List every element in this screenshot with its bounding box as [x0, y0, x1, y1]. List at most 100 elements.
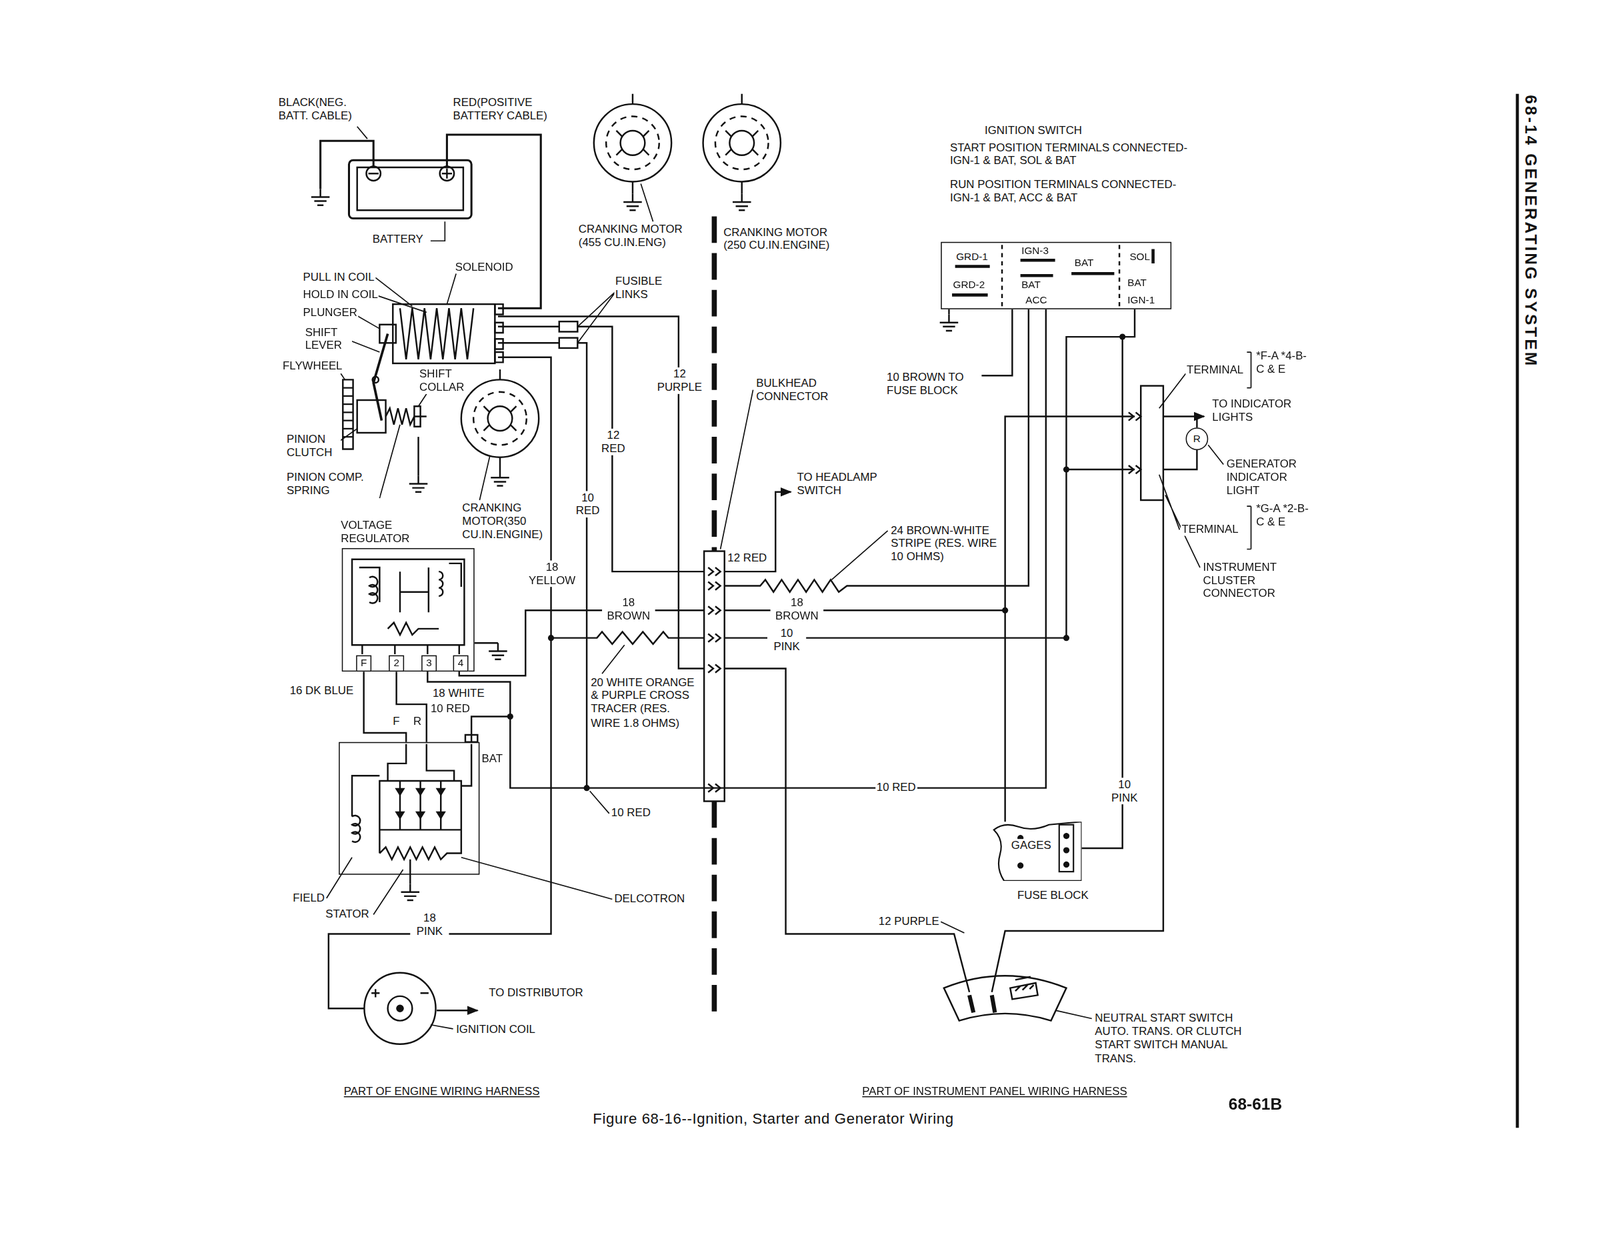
voltage-regulator-box: VOLTAGE REGULATORF234 [342, 548, 475, 672]
headlamp-lead [724, 492, 791, 572]
wire-label: *F-A *4-B-C & E [1255, 348, 1311, 376]
terminal-box: 3 [421, 655, 437, 672]
drawing-part [461, 379, 539, 457]
node-heading: BATTERY [371, 232, 424, 246]
wire-label: 10 RED [610, 806, 652, 820]
wire-label: INSTRUMENT CLUSTER CONNECTOR [1202, 560, 1301, 601]
drawing-part [594, 104, 672, 182]
delcotron-internals [352, 734, 478, 884]
wire-label: TO DISTRIBUTOR [488, 986, 585, 1000]
wire-label: TO HEADLAMP SWITCH [796, 470, 895, 498]
wire-label: 68-14 GENERATING SYSTEM [1521, 94, 1541, 369]
wire-label: BAT [1073, 257, 1095, 270]
wire-label: TO INDICATOR LIGHTS [1211, 396, 1310, 424]
wire [396, 671, 427, 742]
wire-label: 12 PURPLE [877, 914, 940, 928]
polarity-marks [368, 168, 453, 179]
terminal-label: F [360, 658, 367, 668]
wire-label: IGNITION COIL [455, 1022, 537, 1036]
wire-label: PINION COMP. SPRING [286, 470, 380, 498]
wire-label: GENERATOR INDICATOR LIGHT [1225, 457, 1310, 498]
wire-label: HOLD IN COIL [302, 288, 379, 302]
terminal-label: 2 [393, 658, 400, 668]
node-heading: VOLTAGE REGULATOR [340, 518, 444, 546]
wire-label: 10 BROWN TO FUSE BLOCK [886, 370, 980, 398]
wire-label: RUN POSITION TERMINALS CONNECTED-IGN-1 &… [948, 177, 1196, 204]
wire-label: TERMINAL [1186, 363, 1245, 377]
wire-label: NEUTRAL START SWITCH AUTO. TRANS. OR CLU… [1094, 1011, 1250, 1066]
drawing-part [606, 116, 660, 170]
wire-label: 18 WHITE [431, 686, 486, 700]
wire-label: TERMINAL [1180, 522, 1240, 536]
wire-label: 18 BROWN [770, 596, 824, 623]
wire-label: 10 RED [570, 490, 606, 518]
drawing-part [620, 130, 646, 156]
drawing-part [703, 104, 781, 182]
wire-label: GRD-1 [955, 251, 990, 264]
wire [471, 309, 1046, 788]
coil-tower [388, 996, 413, 1021]
coil-center [396, 1005, 403, 1012]
wire-label: R [412, 714, 422, 728]
cluster-connector [1140, 386, 1164, 500]
drawing-part [725, 94, 758, 194]
wire-label: BULKHEAD CONNECTOR [755, 376, 850, 404]
wire-label: F [392, 714, 401, 728]
node-heading: IGNITION SWITCH [984, 123, 1084, 137]
drawing-part [488, 406, 513, 431]
wire-label: *G-A *2-B-C & E [1255, 502, 1311, 529]
wire-label: ACC [1024, 294, 1048, 306]
wire [364, 671, 407, 742]
starter-ground-lead [417, 436, 419, 476]
wire-label: 12 RED [596, 428, 631, 456]
switch-dividers [1002, 244, 1120, 306]
wire-label: CRANKING MOTOR(350 CU.IN.ENGINE) [461, 501, 550, 542]
drawing-part [1002, 607, 1008, 614]
connector-pin [708, 664, 720, 672]
neutral-start-switch [944, 975, 1067, 1020]
wire-label: BAT [1020, 278, 1042, 291]
wire-label: BLACK(NEG. BATT. CABLE) [277, 96, 364, 123]
ground-symbol [623, 194, 642, 210]
ignition-coil [364, 972, 436, 1044]
drawing-part [473, 392, 527, 446]
indicator-light: R [1186, 427, 1209, 450]
fuse-block: GAGESFUSE BLOCK [992, 821, 1082, 881]
cranking-motor [594, 94, 672, 194]
bulkhead-connector [704, 551, 725, 802]
wire-label: PART OF ENGINE WIRING HARNESS [342, 1084, 541, 1098]
wire-label: 12 RED [726, 551, 768, 565]
wire-label: SOLENOID [454, 260, 514, 274]
engine-harness-wires [328, 316, 704, 1008]
connector-pin [708, 581, 720, 590]
panel-harness-wires [724, 309, 1198, 992]
fusible-link [559, 338, 578, 348]
switch-slider [1010, 976, 1038, 1000]
connector-pin [708, 567, 720, 576]
ground-symbol [732, 194, 752, 210]
wire-label: 12 PURPLE [653, 367, 707, 394]
wire-label: GRD-2 [952, 278, 986, 291]
terminal-box: F [356, 655, 372, 672]
battery-box: BATTERY [348, 159, 473, 220]
wire [1081, 309, 1135, 848]
lever-pivot [372, 376, 379, 383]
wire-label: PART OF INSTRUMENT PANEL WIRING HARNESS [861, 1084, 1128, 1098]
pinion-spring [386, 406, 427, 427]
page-rule [1516, 94, 1520, 1128]
wire-label: 10 PINK [1109, 777, 1140, 804]
wire-label: CRANKING MOTOR (250 CU.IN.ENGINE) [722, 225, 850, 252]
terminal-label: R [1193, 434, 1201, 444]
terminal-label: 3 [426, 658, 432, 668]
connector-pin [708, 606, 720, 614]
terminal-box: 4 [453, 655, 469, 672]
wire-label: FLYWHEEL [281, 359, 344, 373]
wire-label: BAT [1126, 276, 1148, 289]
wire-label: 24 BROWN-WHITE STRIPE (RES. WIRE 10 OHMS… [890, 523, 1000, 564]
wire-label: FUSIBLE LINKS [614, 274, 676, 302]
distributor-lead [436, 1009, 478, 1011]
indicator-lead [1163, 415, 1204, 417]
wire-label: IGN-3 [1020, 244, 1050, 257]
fuse-block-shape [994, 821, 1082, 881]
